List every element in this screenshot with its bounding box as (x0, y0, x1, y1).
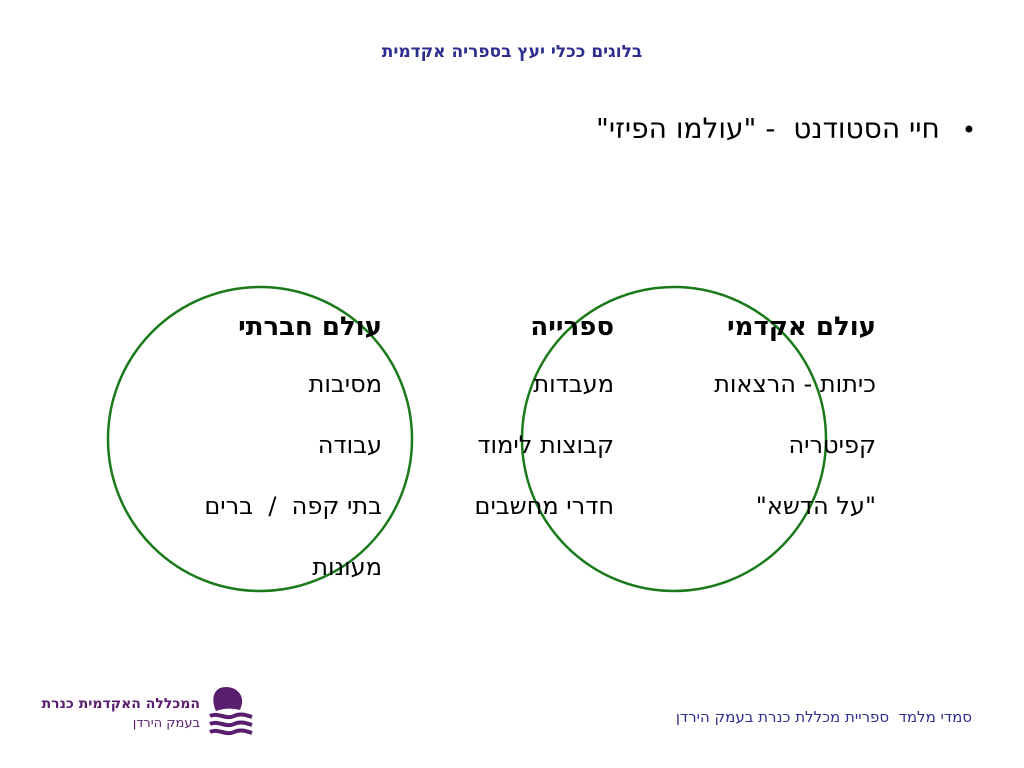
bullet-text: חיי הסטודנט - "עולמו הפיזי" (596, 112, 940, 145)
academic-heading: עולם אקדמי (727, 312, 876, 342)
academic-item: קפיטריה (788, 431, 876, 459)
footer-credit: סמדי מלמד ספריית מכללת כנרת בעמק הירדן (675, 708, 972, 726)
academic-item: "על הדשא" (755, 492, 876, 520)
library-item: קבוצות לימוד (477, 431, 614, 459)
venn-circle-social (106, 285, 414, 593)
venn-group-academic: עולם אקדמי כיתות - הרצאות קפיטריה "על הד… (714, 312, 876, 553)
venn-group-library: ספרייה מעבדות קבוצות לימוד חדרי מחשבים (475, 312, 614, 553)
venn-circle-academic (520, 285, 828, 593)
social-item: בתי קפה / ברים (204, 492, 382, 520)
library-heading: ספרייה (530, 312, 614, 342)
bullet-point: • חיי הסטודנט - "עולמו הפיזי" (596, 112, 976, 145)
logo-subtitle: בעמק הירדן (132, 716, 200, 731)
wave-emblem-icon (209, 686, 253, 736)
slide-title: בלוגים ככלי יעץ בספריה אקדמית (381, 42, 643, 62)
social-item: עבודה (317, 431, 382, 459)
social-heading: עולם חברתי (238, 312, 382, 342)
library-item: חדרי מחשבים (474, 492, 614, 520)
academic-item: כיתות - הרצאות (714, 370, 876, 398)
venn-group-social: עולם חברתי מסיבות עבודה בתי קפה / ברים מ… (204, 312, 382, 614)
social-item: מסיבות (308, 370, 382, 398)
social-item: מעונות (312, 553, 382, 581)
library-item: מעבדות (533, 370, 614, 398)
college-logo: המכללה האקדמית כנרת בעמק הירדן (42, 682, 262, 742)
logo-name: המכללה האקדמית כנרת (41, 696, 200, 712)
bullet-marker: • (961, 116, 976, 144)
